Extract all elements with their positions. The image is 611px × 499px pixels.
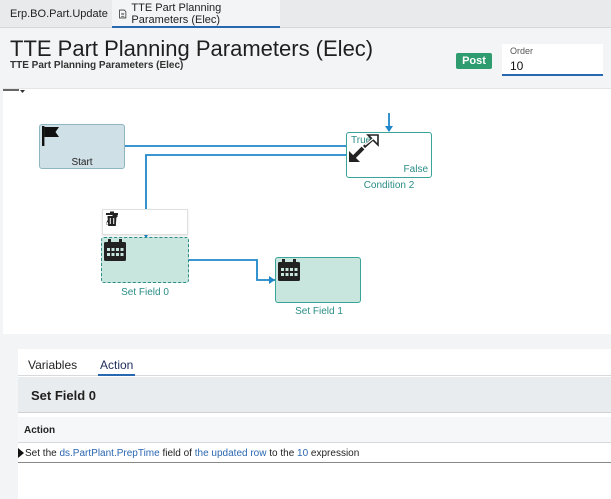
calendar-icon — [104, 239, 126, 261]
action-row[interactable]: Set the ds.PartPlant.PrepTime field of t… — [18, 445, 611, 463]
node-toolbar — [102, 209, 188, 235]
condition-true-label: True — [351, 135, 372, 146]
condition-arrows-icon — [349, 134, 379, 162]
page-subtitle: TTE Part Planning Parameters (Elec) — [10, 60, 184, 71]
post-badge[interactable]: Post — [456, 53, 492, 69]
arrowhead — [385, 126, 393, 132]
set-field-0-caption: Set Field 0 — [121, 287, 169, 298]
condition-node[interactable]: True False — [346, 132, 432, 178]
section-title: Set Field 0 — [31, 388, 97, 403]
tab-part-planning-parameters[interactable]: TTE Part Planning Parameters (Elec) — [112, 0, 280, 29]
order-field[interactable]: Order — [502, 44, 603, 76]
trash-icon[interactable] — [103, 210, 121, 228]
action-column-header: Action — [18, 417, 611, 443]
action-text: Set the — [25, 448, 60, 459]
condition-caption: Condition 2 — [363, 180, 415, 191]
start-node[interactable]: Start — [39, 124, 125, 169]
document-icon — [119, 9, 127, 19]
condition-false-label: False — [403, 164, 428, 175]
panel-collapse-icon[interactable] — [3, 89, 25, 94]
connector-setfield0-setfield1[interactable] — [189, 259, 275, 281]
properties-panel: Variables Action Set Field 0 Action Set … — [18, 349, 611, 499]
action-column-title: Action — [24, 425, 56, 436]
calendar-icon — [278, 259, 300, 281]
document-tab-strip: Erp.BO.Part.Update TTE Part Planning Par… — [0, 0, 611, 29]
order-input[interactable] — [510, 59, 598, 73]
flag-icon — [42, 126, 59, 146]
field-link[interactable]: ds.PartPlant.PrepTime — [59, 448, 160, 459]
tab-bo-part-update[interactable]: Erp.BO.Part.Update — [0, 0, 108, 28]
action-text: field of — [159, 448, 195, 459]
row-expand-icon[interactable] — [18, 448, 24, 458]
directive-header: TTE Part Planning Parameters (Elec) TTE … — [0, 28, 611, 88]
tab-label: Erp.BO.Part.Update — [10, 8, 108, 20]
arrowhead — [269, 276, 275, 284]
tab-action[interactable]: Action — [98, 358, 136, 376]
workflow-canvas[interactable]: Start True False Condition 2 — [3, 88, 611, 334]
set-field-1-caption: Set Field 1 — [295, 306, 343, 317]
section-header: Set Field 0 — [18, 377, 611, 413]
panel-tabs: Variables Action — [18, 349, 611, 376]
set-field-0-node[interactable] — [101, 237, 189, 283]
tab-label: TTE Part Planning Parameters (Elec) — [131, 2, 222, 26]
action-text: to the — [266, 448, 298, 459]
value-link[interactable]: 10 — [297, 448, 309, 459]
target-link[interactable]: the updated row — [194, 448, 267, 459]
action-sentence: Set the ds.PartPlant.PrepTime field of t… — [25, 448, 359, 459]
page-title: TTE Part Planning Parameters (Elec) — [10, 36, 374, 61]
start-label: Start — [71, 157, 93, 168]
action-text: expression — [308, 448, 360, 459]
order-label: Order — [510, 46, 534, 56]
set-field-1-node[interactable] — [275, 257, 361, 303]
tab-variables[interactable]: Variables — [28, 358, 78, 372]
